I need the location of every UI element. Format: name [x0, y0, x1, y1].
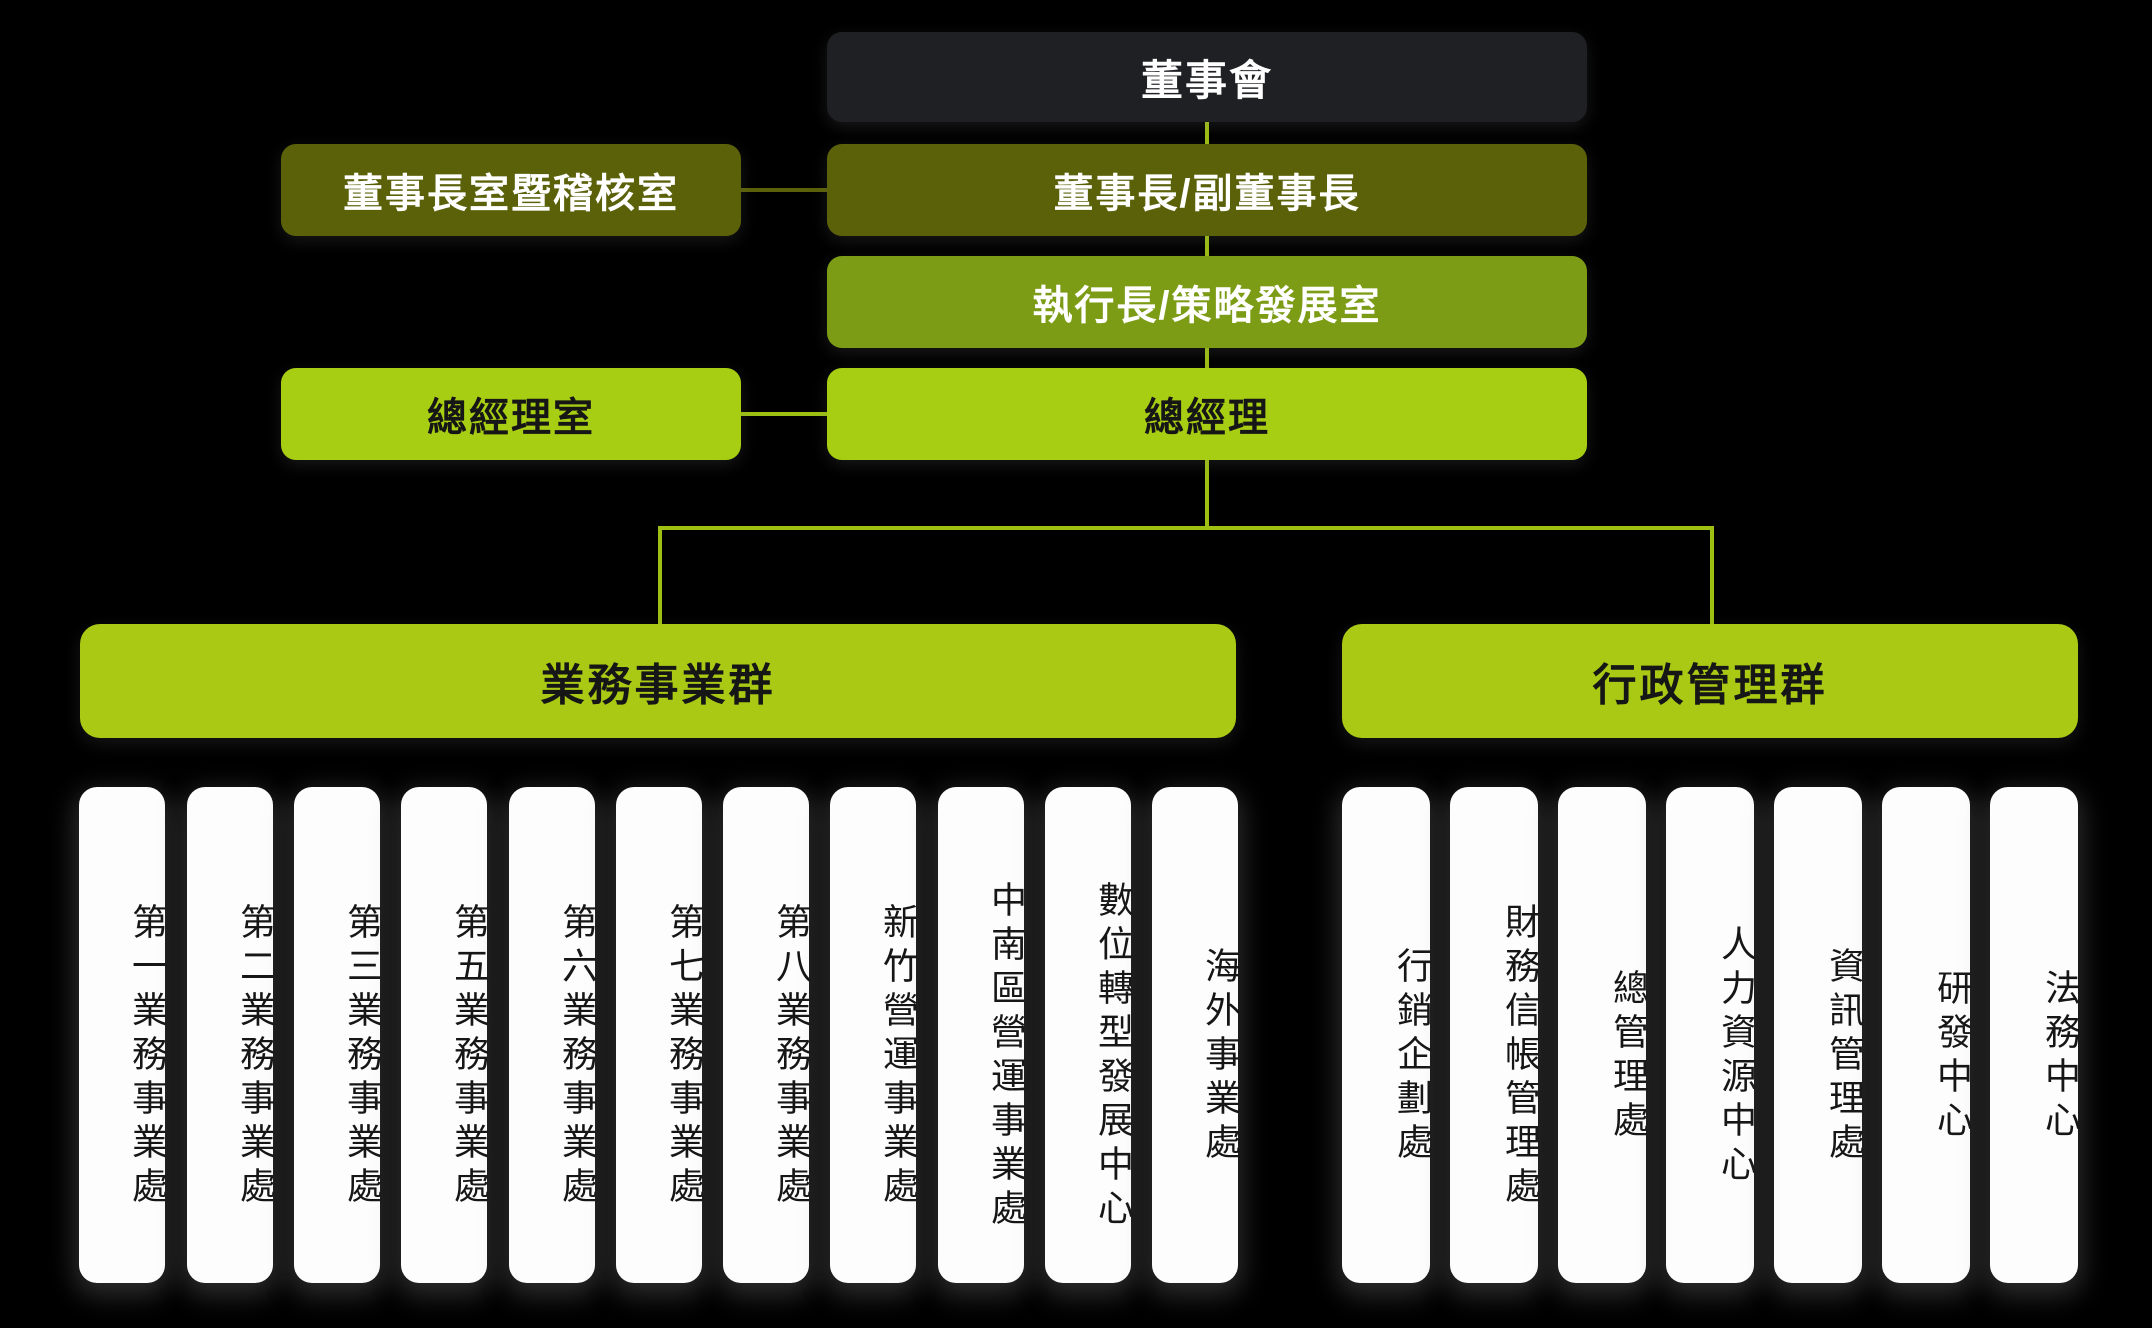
connector-chairmanoffice-chairman	[741, 188, 827, 192]
connector-branch-admin	[1710, 526, 1714, 624]
unit-box: 人力資源中心	[1666, 787, 1757, 1283]
unit-box: 新竹營運事業處	[830, 787, 919, 1283]
unit-box: 行銷企劃處	[1342, 787, 1433, 1283]
group-header-business: 業務事業群	[80, 624, 1236, 738]
unit-box: 第五業務事業處	[401, 787, 490, 1283]
node-ceo-strategy-office: 執行長/策略發展室	[827, 256, 1587, 348]
node-chairman-vice-chairman: 董事長/副董事長	[827, 144, 1587, 236]
unit-box: 第六業務事業處	[509, 787, 598, 1283]
unit-box: 財務信帳管理處	[1450, 787, 1541, 1283]
unit-box: 第一業務事業處	[79, 787, 168, 1283]
unit-box: 總管理處	[1558, 787, 1649, 1283]
unit-box: 第二業務事業處	[187, 787, 276, 1283]
unit-box: 第七業務事業處	[616, 787, 705, 1283]
unit-box: 第三業務事業處	[294, 787, 383, 1283]
connector-board-chairman	[1205, 122, 1209, 144]
node-chairman-office-audit: 董事長室暨稽核室	[281, 144, 741, 236]
connector-ceo-gm	[1205, 348, 1209, 368]
connector-gm-branch	[1205, 460, 1209, 528]
unit-box: 中南區營運事業處	[938, 787, 1027, 1283]
unit-box: 海外事業處	[1152, 787, 1241, 1283]
node-general-manager: 總經理	[827, 368, 1587, 460]
unit-box: 法務中心	[1990, 787, 2081, 1283]
unit-box: 研發中心	[1882, 787, 1973, 1283]
unit-box: 第八業務事業處	[723, 787, 812, 1283]
node-board-of-directors: 董事會	[827, 32, 1587, 122]
node-gm-office: 總經理室	[281, 368, 741, 460]
connector-branch-business	[658, 526, 662, 624]
unit-box: 資訊管理處	[1774, 787, 1865, 1283]
connector-branch-horizontal	[658, 526, 1714, 530]
unit-box: 數位轉型發展中心	[1045, 787, 1134, 1283]
connector-chairman-ceo	[1205, 236, 1209, 256]
connector-gmoffice-gm	[741, 412, 827, 416]
group-header-admin: 行政管理群	[1342, 624, 2078, 738]
